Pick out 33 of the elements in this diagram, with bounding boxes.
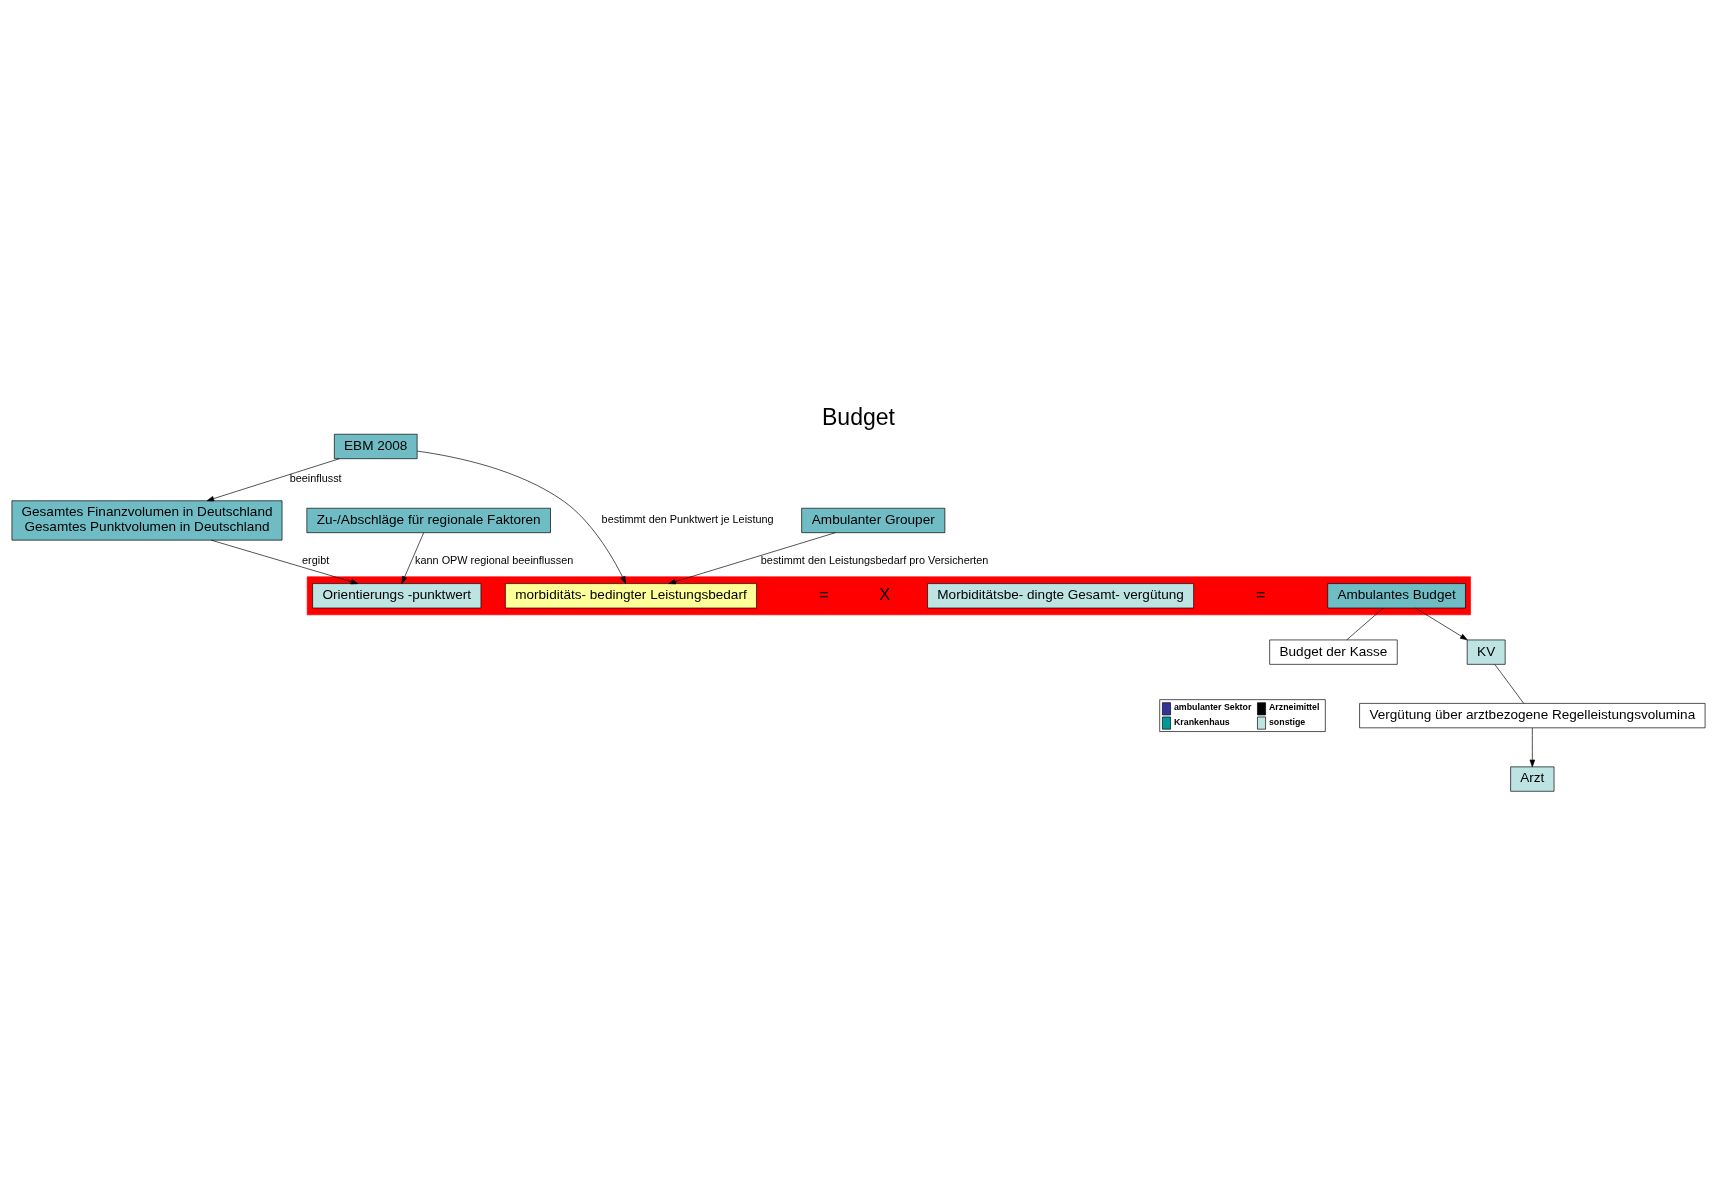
arrow (401, 532, 425, 584)
node-box: Gesamtes Finanzvolumen in Deutschland Gesamtes Punktvolumen in Deutschland (11, 500, 283, 541)
edge-label: ergibt (302, 553, 330, 566)
edge-label: kann OPW regional beeinflussen (415, 553, 574, 566)
node-box: EBM 2008 (334, 433, 418, 460)
legend-label: Arzneimittel (1268, 702, 1320, 713)
connector (1494, 664, 1525, 704)
node-box: KV (1466, 639, 1506, 665)
edge-label: beeinflusst (289, 472, 342, 485)
arrow (1529, 727, 1536, 768)
arrow (1415, 607, 1468, 641)
node-box: Ambulantes Budget (1327, 583, 1466, 609)
node-box: Ambulanter Grouper (801, 507, 946, 533)
node-box: Budget der Kasse (1269, 639, 1398, 665)
arrow (416, 450, 627, 584)
node-box: Vergütung über arztbezogene Regelleistungsvolumina (1359, 703, 1706, 729)
diagram-title: Budget (821, 403, 896, 430)
arrow (211, 539, 359, 585)
node-box: Morbiditätsbe- dingte Gesamt- vergütung (927, 583, 1194, 609)
arrow (206, 458, 340, 502)
arrow (668, 532, 836, 585)
edge-label: bestimmt den Leistungsbedarf pro Versicherten (760, 553, 989, 566)
label: = (818, 585, 829, 604)
label: X (879, 585, 891, 604)
legend-label: ambulanter Sektor (1173, 702, 1252, 713)
node-box: Arzt (1510, 766, 1555, 792)
edge-label: bestimmt den Punktwert je Leistung (601, 513, 774, 526)
label: = (1256, 585, 1266, 604)
legend-label: Krankenhaus (1173, 716, 1230, 727)
legend-label: sonstige (1268, 716, 1306, 727)
node-box: Zu-/Abschläge für regionale Faktoren (306, 507, 551, 533)
node-box: Orientierungs -punktwert (312, 583, 482, 609)
node-box: morbiditäts- bedingter Leistungsbedarf (505, 583, 757, 609)
